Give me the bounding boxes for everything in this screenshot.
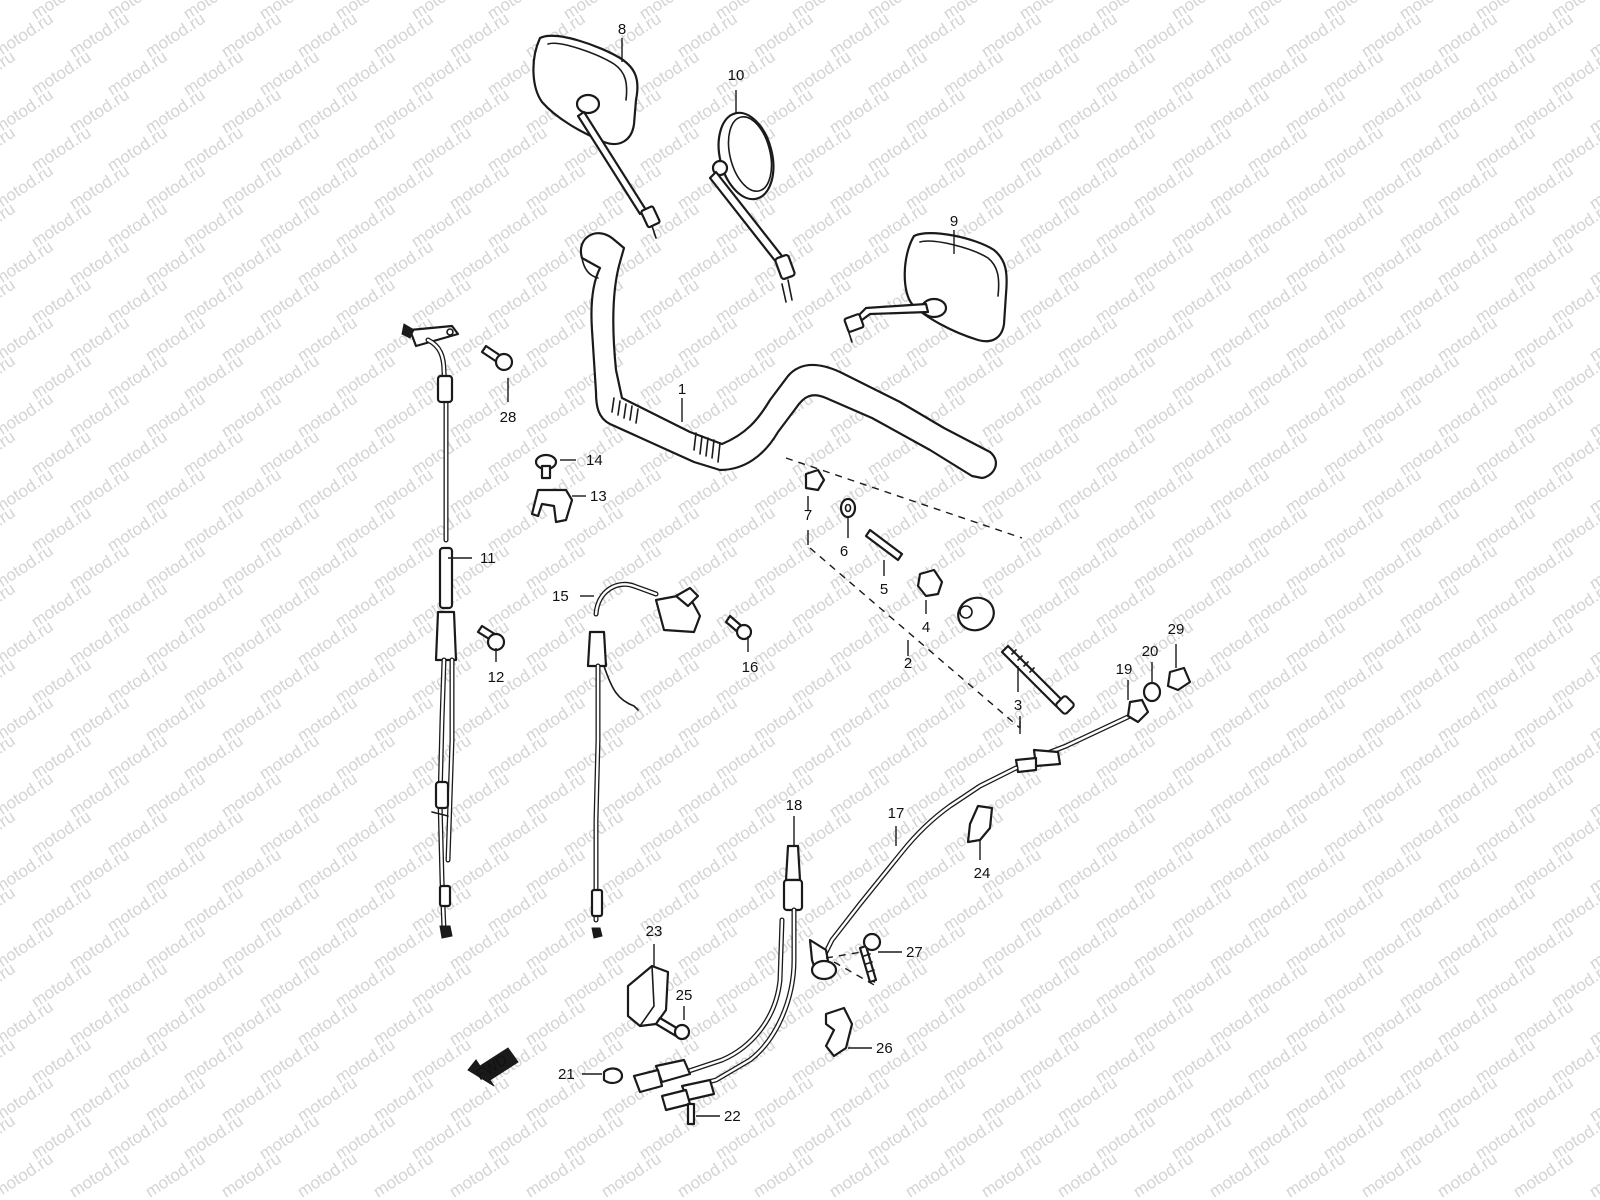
callout-23: 23	[646, 923, 663, 940]
watermark-text: motod.ru	[522, 1149, 589, 1200]
callout-24: 24	[974, 865, 991, 882]
callout-13: 13	[590, 488, 607, 505]
callout-21: 21	[558, 1066, 575, 1083]
watermark-text: motod.ru	[0, 1111, 18, 1163]
callout-26: 26	[876, 1040, 893, 1057]
watermark-text: motod.ru	[66, 1149, 133, 1200]
holder-group-bracket	[807, 530, 1021, 734]
callout-20: 20	[1142, 643, 1159, 660]
callout-19: 19	[1116, 661, 1133, 678]
watermark-text: motod.ru	[446, 1149, 513, 1200]
part-clamp-screw	[534, 453, 558, 480]
watermark-text: motod.ru	[1510, 1149, 1577, 1200]
callout-8: 8	[618, 21, 626, 38]
callout-3: 3	[1014, 697, 1022, 714]
callout-9: 9	[950, 213, 958, 230]
watermark-text: motod.ru	[750, 1149, 817, 1200]
callout-18: 18	[786, 797, 803, 814]
callout-29: 29	[1168, 621, 1185, 638]
watermark-text: motod.ru	[0, 579, 18, 631]
part-bracket-screw	[480, 344, 514, 372]
watermark-text: motod.ru	[674, 1149, 741, 1200]
callout-22: 22	[724, 1108, 741, 1125]
watermark-text: motod.ru	[1130, 1149, 1197, 1200]
watermark-text: motod.ru	[0, 427, 18, 479]
part-clevis-pin	[602, 1067, 624, 1085]
part-cap-nut	[804, 468, 826, 492]
watermark-text: motod.ru	[0, 1149, 56, 1200]
callout-2: 2	[904, 655, 912, 672]
watermark-text: motod.ru	[902, 1149, 969, 1200]
watermark-text: motod.ru	[142, 1149, 209, 1200]
part-mirror-left	[532, 34, 661, 239]
part-cotter-pin	[686, 1102, 696, 1126]
watermark-text: motod.ru	[0, 503, 18, 555]
watermark-text: motod.ru	[0, 0, 18, 23]
watermark-text: motod.ru	[218, 1149, 285, 1200]
callout-17: 17	[888, 805, 905, 822]
watermark-text: motod.ru	[0, 123, 18, 175]
part-cable-guide	[626, 964, 670, 1028]
watermark-text: motod.ru	[0, 731, 18, 783]
watermark-text: motod.ru	[0, 1035, 18, 1087]
callout-4: 4	[922, 619, 930, 636]
part-cable-clip	[966, 804, 994, 844]
callout-1: 1	[678, 381, 686, 398]
watermark-text: motod.ru	[0, 199, 18, 251]
callout-15: 15	[552, 588, 569, 605]
watermark-text: motod.ru	[1434, 1149, 1501, 1200]
part-washer	[839, 497, 857, 519]
watermark-text: motod.ru	[0, 351, 18, 403]
callout-6: 6	[840, 543, 848, 560]
watermark-text: motod.ru	[0, 47, 18, 99]
callout-12: 12	[488, 669, 505, 686]
watermark-text: motod.ru	[978, 1149, 1045, 1200]
watermark-text: motod.ru	[0, 807, 18, 859]
watermark-text: motod.ru	[294, 1149, 361, 1200]
watermark-text: motod.ru	[0, 275, 18, 327]
watermark-text: motod.ru	[1358, 1149, 1425, 1200]
watermark-text: motod.ru	[826, 1149, 893, 1200]
watermark-text: motod.ru	[0, 959, 18, 1011]
watermark-text: motod.ru	[598, 1149, 665, 1200]
callout-5: 5	[880, 581, 888, 598]
part-guide-bolt	[654, 1016, 691, 1041]
callout-27: 27	[906, 944, 923, 961]
callout-28: 28	[500, 409, 517, 426]
watermark-text: motod.ru	[1282, 1149, 1349, 1200]
callout-14: 14	[586, 452, 603, 469]
callout-25: 25	[676, 987, 693, 1004]
watermark-text: motod.ru	[0, 655, 18, 707]
part-bracket-bolt	[858, 932, 882, 984]
watermark-text: motod.ru	[1586, 1149, 1600, 1200]
callout-10: 10	[728, 67, 745, 84]
watermark-text: motod.ru	[1206, 1149, 1273, 1200]
callout-11: 11	[480, 550, 496, 567]
watermark-text: motod.ru	[0, 883, 18, 935]
callout-7: 7	[804, 507, 812, 524]
callout-16: 16	[742, 659, 759, 676]
watermark-text: motod.ru	[370, 1149, 437, 1200]
watermark-text: motod.ru	[1054, 1149, 1121, 1200]
part-adjuster-nut	[1142, 681, 1162, 703]
